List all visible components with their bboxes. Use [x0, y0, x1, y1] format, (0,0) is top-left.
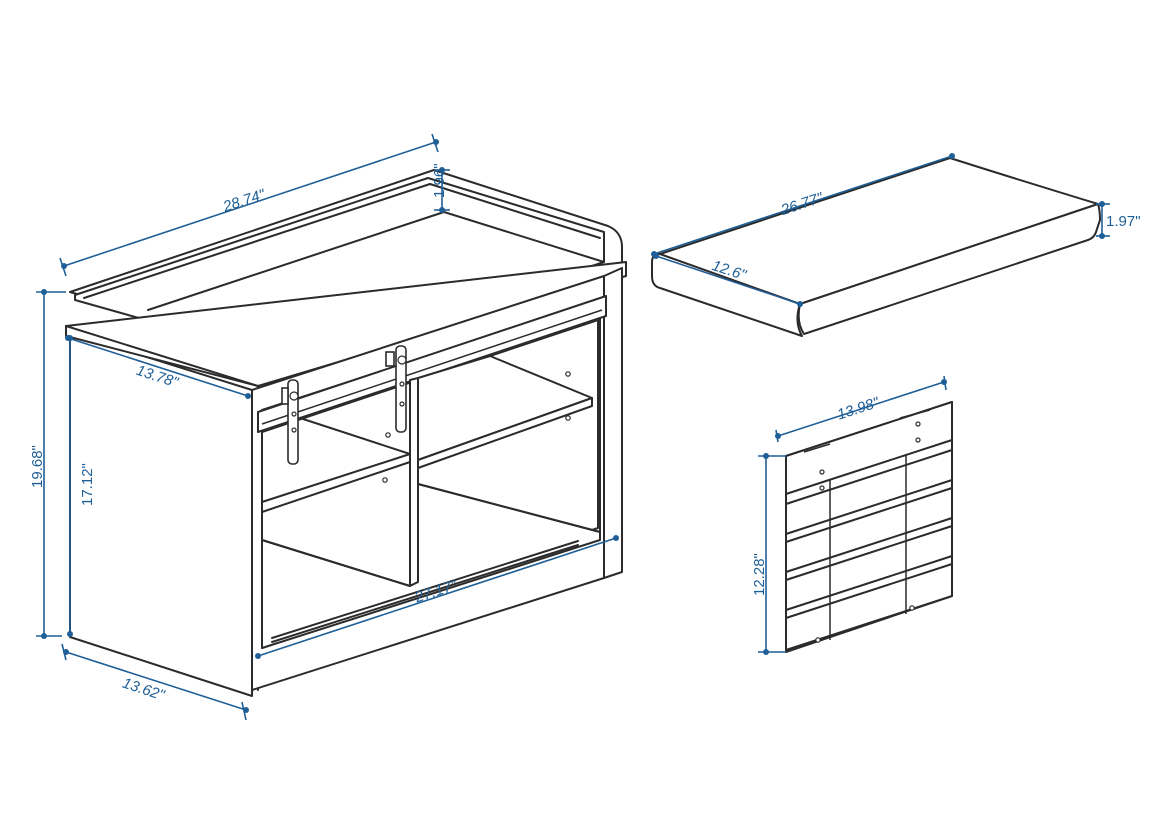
label-bench-side-height: 17.12": [79, 463, 96, 506]
dimension-lines: [36, 133, 1110, 721]
label-bench-base-depth: 13.62": [120, 675, 167, 705]
shelf-upper-left: [261, 453, 411, 513]
bench-left-side-panel: [69, 332, 253, 697]
label-cushion-thickness: 1.97": [1106, 213, 1141, 230]
slatted-door: [785, 401, 953, 653]
cushion-right-face: [797, 203, 1101, 335]
barn-door-rail: [257, 295, 607, 433]
label-bench-total-height: 19.68": [29, 445, 46, 488]
storage-bench: [65, 169, 627, 697]
barn-door-hanger-left: [281, 379, 299, 465]
seat-cushion: [651, 157, 1101, 337]
label-door-height: 12.28": [751, 553, 768, 596]
center-divider: [409, 377, 419, 587]
label-bench-rim-height: 1.96": [431, 163, 448, 198]
barn-door-hanger-right: [385, 345, 407, 433]
door-slats: [785, 401, 953, 651]
label-door-width: 13.98": [835, 394, 882, 424]
label-bench-width: 28.74": [220, 186, 268, 216]
